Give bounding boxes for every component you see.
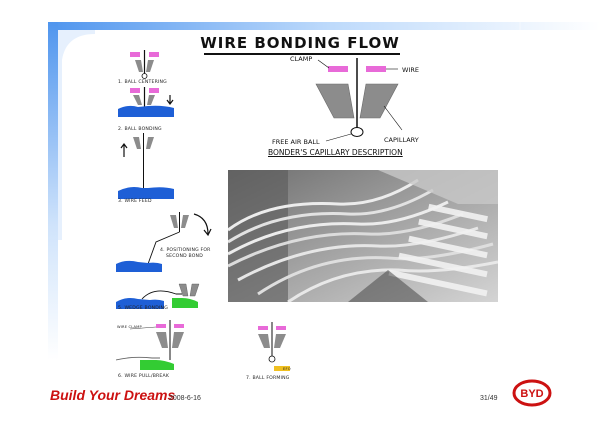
slide-title: WIRE BONDING FLOW — [200, 34, 400, 52]
capillary-label: CAPILLARY — [384, 136, 419, 144]
clamp-label: CLAMP — [290, 55, 313, 63]
step7-label: 7. BALL FORMING — [246, 376, 290, 381]
step3-label: 3. WIRE FEED — [118, 199, 152, 204]
step5-diagram — [116, 283, 200, 309]
capillary-diagram — [315, 58, 403, 142]
step1-diagram — [130, 50, 159, 79]
step2-label: 2. BALL BONDING — [118, 127, 162, 132]
step4-label-2: SECOND BOND — [166, 254, 203, 259]
logo-text: BYD — [520, 388, 543, 400]
step7-callout: EFO — [283, 367, 291, 371]
byd-logo-icon: BYD — [512, 379, 552, 407]
free-air-ball-label: FREE AIR BALL — [272, 138, 320, 146]
step7-diagram — [258, 322, 290, 371]
step1-label: 1. BALL CENTERING — [118, 80, 167, 85]
step5-label: 5. WEDGE BONDING — [118, 306, 168, 311]
wire-bond-photo — [228, 170, 498, 302]
title-underline — [204, 53, 400, 55]
step6-callout: WIRE CLAMP — [117, 325, 142, 329]
wire-label: WIRE — [402, 66, 419, 74]
step6-diagram — [116, 320, 184, 370]
capillary-caption: BONDER'S CAPILLARY DESCRIPTION — [268, 148, 403, 157]
page-number: 31/49 — [480, 395, 498, 402]
brand-slogan: Build Your Dreams — [50, 387, 176, 403]
step6-label: 6. WIRE PULL/BREAK — [118, 374, 170, 379]
slide-date: 2008-6-16 — [169, 395, 201, 402]
step4-diagram — [116, 212, 212, 272]
step3-diagram — [118, 133, 174, 199]
step2-diagram — [118, 87, 174, 117]
step4-label: 4. POSITIONING FOR — [160, 248, 211, 253]
